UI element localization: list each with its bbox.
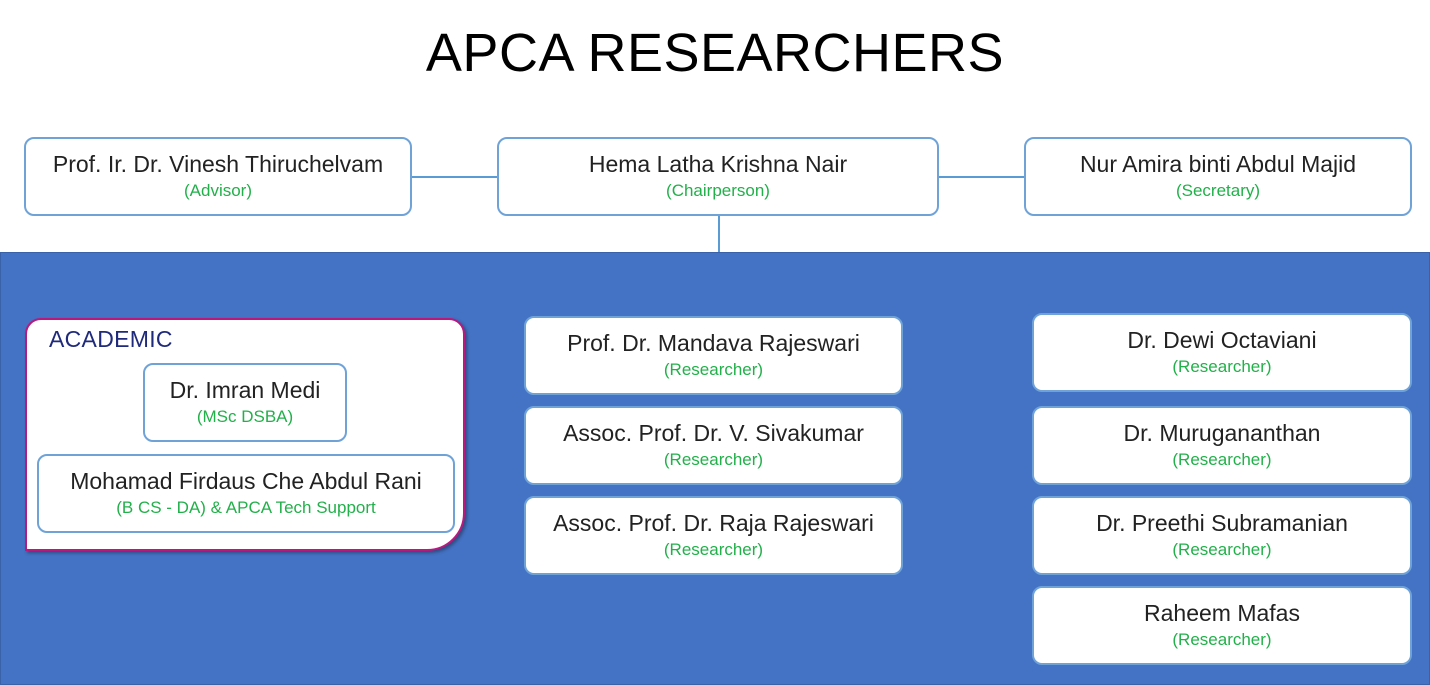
member-name: Dr. Dewi Octaviani — [1127, 326, 1317, 353]
researcher-card: Prof. Dr. Mandava Rajeswari (Researcher) — [524, 316, 903, 395]
researcher-card: Dr. Preethi Subramanian (Researcher) — [1032, 496, 1412, 575]
academic-member-card: Dr. Imran Medi (MSc DSBA) — [143, 363, 347, 442]
researcher-card: Assoc. Prof. Dr. Raja Rajeswari (Researc… — [524, 496, 903, 575]
advisor-card: Prof. Ir. Dr. Vinesh Thiruchelvam (Advis… — [24, 137, 412, 216]
member-role: (Researcher) — [1172, 539, 1272, 559]
researcher-card: Raheem Mafas (Researcher) — [1032, 586, 1412, 665]
academic-group: ACADEMIC Dr. Imran Medi (MSc DSBA) Moham… — [25, 318, 465, 551]
member-name: Hema Latha Krishna Nair — [588, 150, 848, 177]
member-role: (Secretary) — [1175, 180, 1261, 200]
member-name: Raheem Mafas — [1144, 599, 1300, 626]
member-name: Assoc. Prof. Dr. V. Sivakumar — [563, 419, 864, 446]
member-role: (B CS - DA) & APCA Tech Support — [116, 497, 376, 517]
member-name: Prof. Ir. Dr. Vinesh Thiruchelvam — [52, 150, 384, 177]
member-name: Nur Amira binti Abdul Majid — [1079, 150, 1357, 177]
member-role: (Researcher) — [1172, 356, 1272, 376]
member-name: Prof. Dr. Mandava Rajeswari — [567, 329, 860, 356]
researcher-card: Dr. Dewi Octaviani (Researcher) — [1032, 313, 1412, 392]
member-role: (Advisor) — [183, 180, 252, 200]
member-role: (Researcher) — [1172, 629, 1272, 649]
page-title: APCA RESEARCHERS — [425, 23, 1005, 83]
connector-chair-secretary — [936, 176, 1026, 178]
member-role: (Researcher) — [663, 359, 764, 379]
member-role: (Researcher) — [663, 539, 764, 559]
connector-chair-down — [718, 214, 720, 252]
researcher-card: Dr. Murugananthan (Researcher) — [1032, 406, 1412, 485]
secretary-card: Nur Amira binti Abdul Majid (Secretary) — [1024, 137, 1412, 216]
member-name: Dr. Imran Medi — [169, 376, 321, 403]
researcher-card: Assoc. Prof. Dr. V. Sivakumar (Researche… — [524, 406, 903, 485]
member-name: Mohamad Firdaus Che Abdul Rani — [70, 467, 422, 494]
chairperson-card: Hema Latha Krishna Nair (Chairperson) — [497, 137, 939, 216]
member-name: Dr. Murugananthan — [1123, 419, 1321, 446]
member-role: (Researcher) — [1172, 449, 1272, 469]
academic-label: ACADEMIC — [49, 326, 173, 352]
member-role: (Researcher) — [663, 449, 764, 469]
member-name: Assoc. Prof. Dr. Raja Rajeswari — [553, 509, 874, 536]
member-role: (Chairperson) — [666, 180, 770, 200]
academic-member-card: Mohamad Firdaus Che Abdul Rani (B CS - D… — [37, 454, 455, 533]
member-role: (MSc DSBA) — [196, 406, 294, 426]
member-name: Dr. Preethi Subramanian — [1096, 509, 1348, 536]
connector-advisor-chair — [410, 176, 500, 178]
